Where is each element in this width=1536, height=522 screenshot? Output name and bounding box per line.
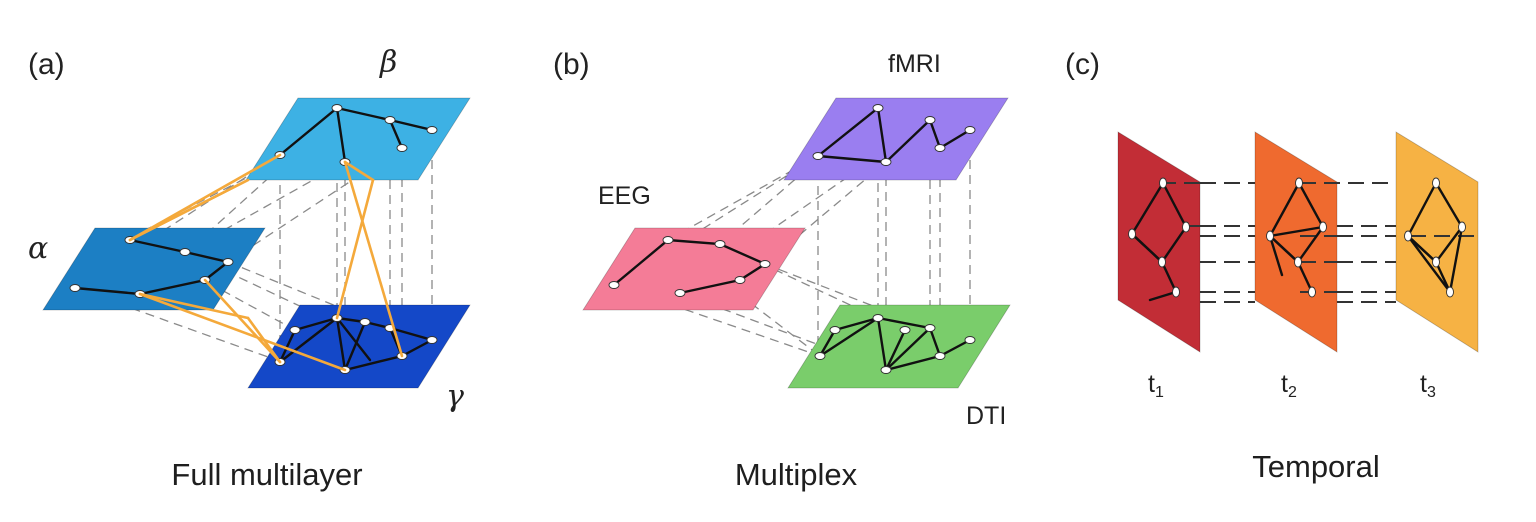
layer-t1-nodes [1128, 177, 1190, 298]
layer-t3-label: t3 [1420, 370, 1436, 401]
panel-c-caption: Temporal [1252, 449, 1380, 484]
layer-beta-plane [245, 97, 471, 181]
layer-t3-plane [1395, 131, 1479, 353]
panel-a-caption: Full multilayer [171, 457, 362, 492]
layer-eeg-nodes [608, 236, 771, 297]
layer-fmri-label: fMRI [888, 50, 941, 78]
panel-c: (c) [1065, 48, 1479, 484]
panel-a-letter: (a) [28, 48, 65, 81]
layer-beta-label: β [379, 45, 397, 80]
layer-alpha-edges [73, 238, 231, 296]
panel-c-letter: (c) [1065, 48, 1100, 81]
layer-alpha-label: α [28, 231, 48, 266]
layer-fmri-plane [783, 97, 1009, 181]
layer-t3-nodes [1404, 177, 1466, 298]
layer-dti-nodes [814, 314, 976, 374]
layer-eeg-edges [612, 238, 768, 295]
panel-b-letter: (b) [553, 48, 590, 81]
layer-fmri-edges [816, 105, 972, 165]
layer-dti-label: DTI [966, 402, 1006, 430]
layer-eeg-label: EEG [598, 182, 651, 210]
panel-a-interlayer-links [128, 153, 404, 372]
layer-gamma-label: γ [446, 379, 464, 414]
panel-b: (b) [553, 48, 1011, 492]
panel-b-caption: Multiplex [735, 457, 858, 492]
layer-t2-label: t2 [1281, 370, 1297, 401]
layer-eeg-plane [582, 227, 806, 311]
panel-c-temporal-links [1160, 182, 1478, 303]
layer-t1-edges [1130, 181, 1188, 302]
layer-t1-plane [1117, 131, 1201, 353]
layer-t2-nodes [1266, 177, 1327, 298]
layer-t1-label: t1 [1148, 370, 1164, 401]
layer-dti-plane [787, 304, 1011, 389]
layer-fmri-nodes [812, 104, 976, 166]
layer-t2-plane [1254, 131, 1338, 353]
panel-a: (a) [28, 45, 471, 492]
